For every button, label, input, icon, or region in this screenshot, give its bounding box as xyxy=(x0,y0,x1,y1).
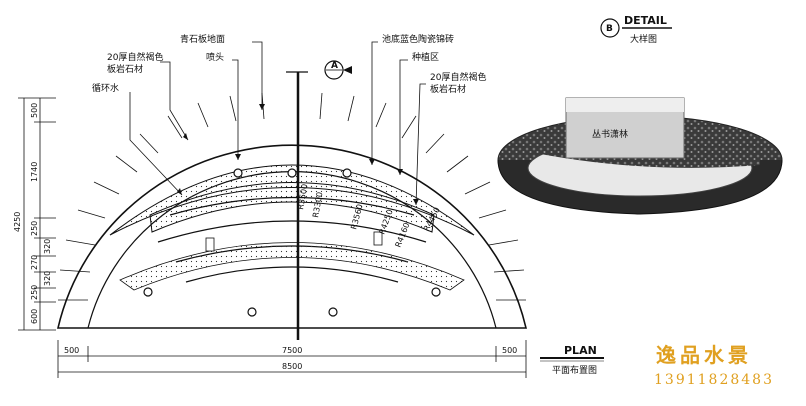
label-slab-right-2: 板岩石材 xyxy=(430,83,466,95)
lower-dotted-band xyxy=(119,242,465,291)
nozzle-marker xyxy=(233,168,243,178)
dim-vertical-part: 250 xyxy=(30,285,39,300)
dim-bottom-part: 7500 xyxy=(282,346,302,355)
nozzle-marker xyxy=(342,168,352,178)
section-marker-a: A xyxy=(324,60,352,80)
nozzle-marker xyxy=(287,168,297,178)
label-slab-left-2: 板岩石材 xyxy=(107,63,143,75)
nozzle-marker xyxy=(143,287,153,297)
label-circulating-water: 循环水 xyxy=(92,82,119,94)
radius-label: R3500 xyxy=(296,183,309,210)
nozzle-marker xyxy=(247,307,257,317)
callouts: 青石板地面 喷头 20厚自然褐色 板岩石材 循环水 池底蓝色陶瓷锦砖 种植区 2… xyxy=(92,33,486,206)
dim-vertical-part: 500 xyxy=(30,103,39,118)
plan-subtitle: 平面布置图 xyxy=(552,364,597,376)
dim-bottom-part: 500 xyxy=(502,346,517,355)
channel-outer xyxy=(149,182,435,233)
horizontal-dimensions xyxy=(57,340,527,378)
dim-vertical-part: 270 xyxy=(30,255,39,270)
label-slab-right: 20厚自然褐色 xyxy=(430,71,486,83)
dim-bottom-total: 8500 xyxy=(282,362,302,371)
channel-arc-2 xyxy=(157,220,427,243)
semicircle-plan xyxy=(56,71,528,340)
dim-vertical-part: 600 xyxy=(30,309,39,324)
detail-title: DETAIL xyxy=(624,14,667,27)
plan-title-block: PLAN 平面布置图 xyxy=(540,344,604,376)
dim-vertical-part: 320 xyxy=(43,239,52,254)
feature-stone-text: 丛书潇林 xyxy=(592,128,628,140)
brand-name: 逸品水景 xyxy=(656,343,752,367)
dim-vertical-total: 4250 xyxy=(13,212,22,232)
horizontal-dimension-labels: 500 7500 500 8500 xyxy=(64,346,517,371)
dim-vertical-part: 1740 xyxy=(30,162,39,182)
plan-title: PLAN xyxy=(564,344,597,357)
channel-gap-right xyxy=(373,231,383,246)
label-slab-left: 20厚自然褐色 xyxy=(107,51,163,63)
detail-marker: B xyxy=(606,24,613,34)
brand-watermark: 逸品水景 13911828483 xyxy=(654,343,774,388)
label-nozzle: 喷头 xyxy=(206,52,224,63)
channel-arc-1 xyxy=(169,196,415,216)
radius-label: R3300 xyxy=(311,191,324,218)
nozzle-marker xyxy=(431,287,441,297)
dim-bottom-part: 500 xyxy=(64,346,79,355)
brand-phone: 13911828483 xyxy=(654,372,774,388)
nozzle-marker xyxy=(328,307,338,317)
detail-render: 丛书潇林 xyxy=(497,97,783,215)
label-pool-tiles: 池底蓝色陶瓷锦砖 xyxy=(382,33,454,45)
detail-subtitle: 大样图 xyxy=(630,33,657,45)
detail-title-block: B DETAIL 大样图 xyxy=(600,14,672,45)
section-arrow-icon xyxy=(343,66,352,74)
label-stone-floor: 青石板地面 xyxy=(180,33,225,45)
vertical-dimensions xyxy=(18,97,56,331)
radius-label: R4160 xyxy=(394,221,412,248)
nozzles xyxy=(143,168,441,317)
channel-arc-4 xyxy=(185,266,399,283)
channel-gap-left xyxy=(205,237,215,252)
label-planting-area: 种植区 xyxy=(412,51,439,63)
section-marker-label: A xyxy=(331,61,338,71)
dim-vertical-part: 320 xyxy=(43,271,52,286)
vertical-dimension-labels: 4250 500 1740 250 320 270 320 250 600 xyxy=(13,103,52,324)
dim-vertical-part: 250 xyxy=(30,221,39,236)
